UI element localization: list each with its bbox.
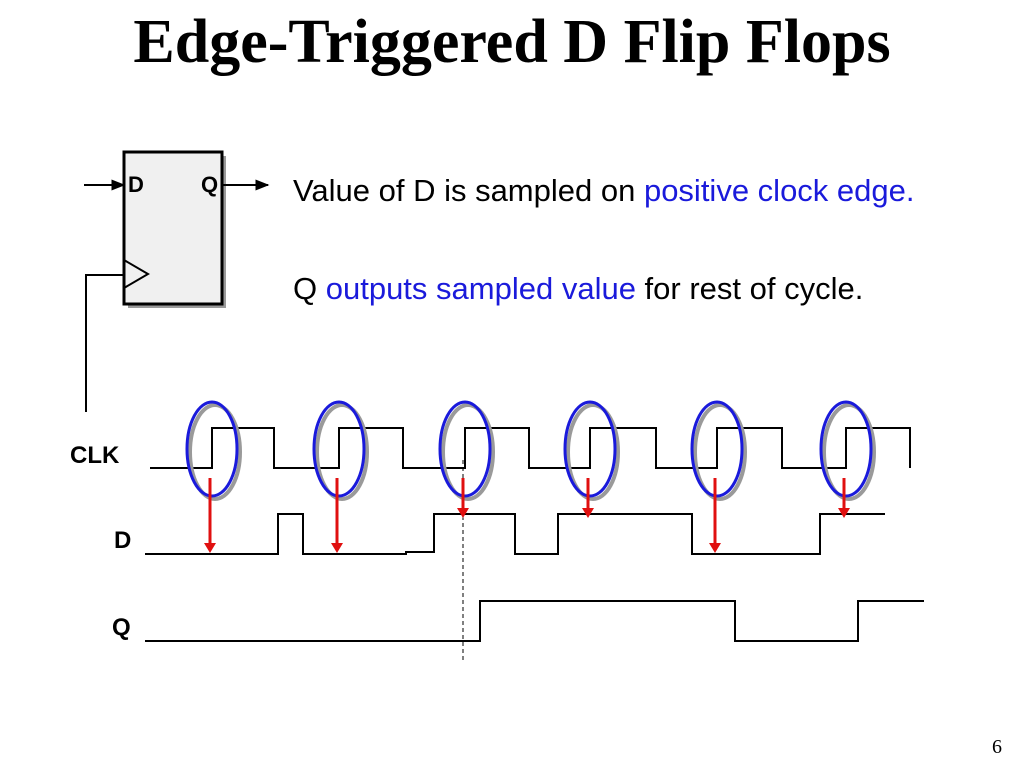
rising-edge-circle xyxy=(690,400,744,498)
sample-arrow-head xyxy=(582,508,594,518)
description-2-highlight: outputs sampled value xyxy=(325,271,636,306)
description-1-highlight: positive clock edge. xyxy=(643,173,915,208)
clk-waveform xyxy=(150,427,911,469)
edge-circle-shadow xyxy=(188,403,242,501)
edge-circle-shadow xyxy=(441,403,495,501)
description-2-suffix: for rest of cycle. xyxy=(635,271,864,306)
flip-flop-q-pin: Q xyxy=(201,172,218,197)
rising-edge-circle xyxy=(438,400,492,498)
flip-flop-symbol: D Q xyxy=(84,150,270,412)
clock-input-triangle xyxy=(123,259,150,289)
q-signal-label: Q xyxy=(112,614,131,641)
sample-arrow-head xyxy=(457,508,469,518)
clk-signal-label: CLK xyxy=(70,442,120,469)
description-2-prefix: Q xyxy=(293,271,326,306)
edge-circle-shadow xyxy=(693,403,747,501)
rising-edge-markers xyxy=(185,400,876,553)
description-line-1: Value of D is sampled on positive clock … xyxy=(293,172,993,209)
rising-edge-circle xyxy=(819,400,873,498)
description-line-2: Q outputs sampled value for rest of cycl… xyxy=(293,270,933,307)
sample-arrow-head xyxy=(838,508,850,518)
rising-edge-circle xyxy=(563,400,617,498)
edge-circle-shadow xyxy=(315,403,369,501)
sample-arrow-head xyxy=(331,543,343,553)
edge-circle-shadow xyxy=(822,403,876,501)
rising-edge-circle xyxy=(312,400,366,498)
page-number: 6 xyxy=(992,736,1002,758)
sample-arrow-head xyxy=(204,543,216,553)
description-1-text: Value of D is sampled on xyxy=(293,173,644,208)
rising-edge-circle xyxy=(185,400,239,498)
edge-circle-shadow xyxy=(566,403,620,501)
slide-title: Edge-Triggered D Flip Flops xyxy=(133,8,891,76)
flip-flop-d-pin: D xyxy=(128,172,144,197)
d-signal-label: D xyxy=(114,527,131,554)
sample-arrow-head xyxy=(709,543,721,553)
q-waveform xyxy=(145,600,924,642)
d-waveform xyxy=(145,513,885,555)
clock-feed-wire xyxy=(85,274,124,412)
